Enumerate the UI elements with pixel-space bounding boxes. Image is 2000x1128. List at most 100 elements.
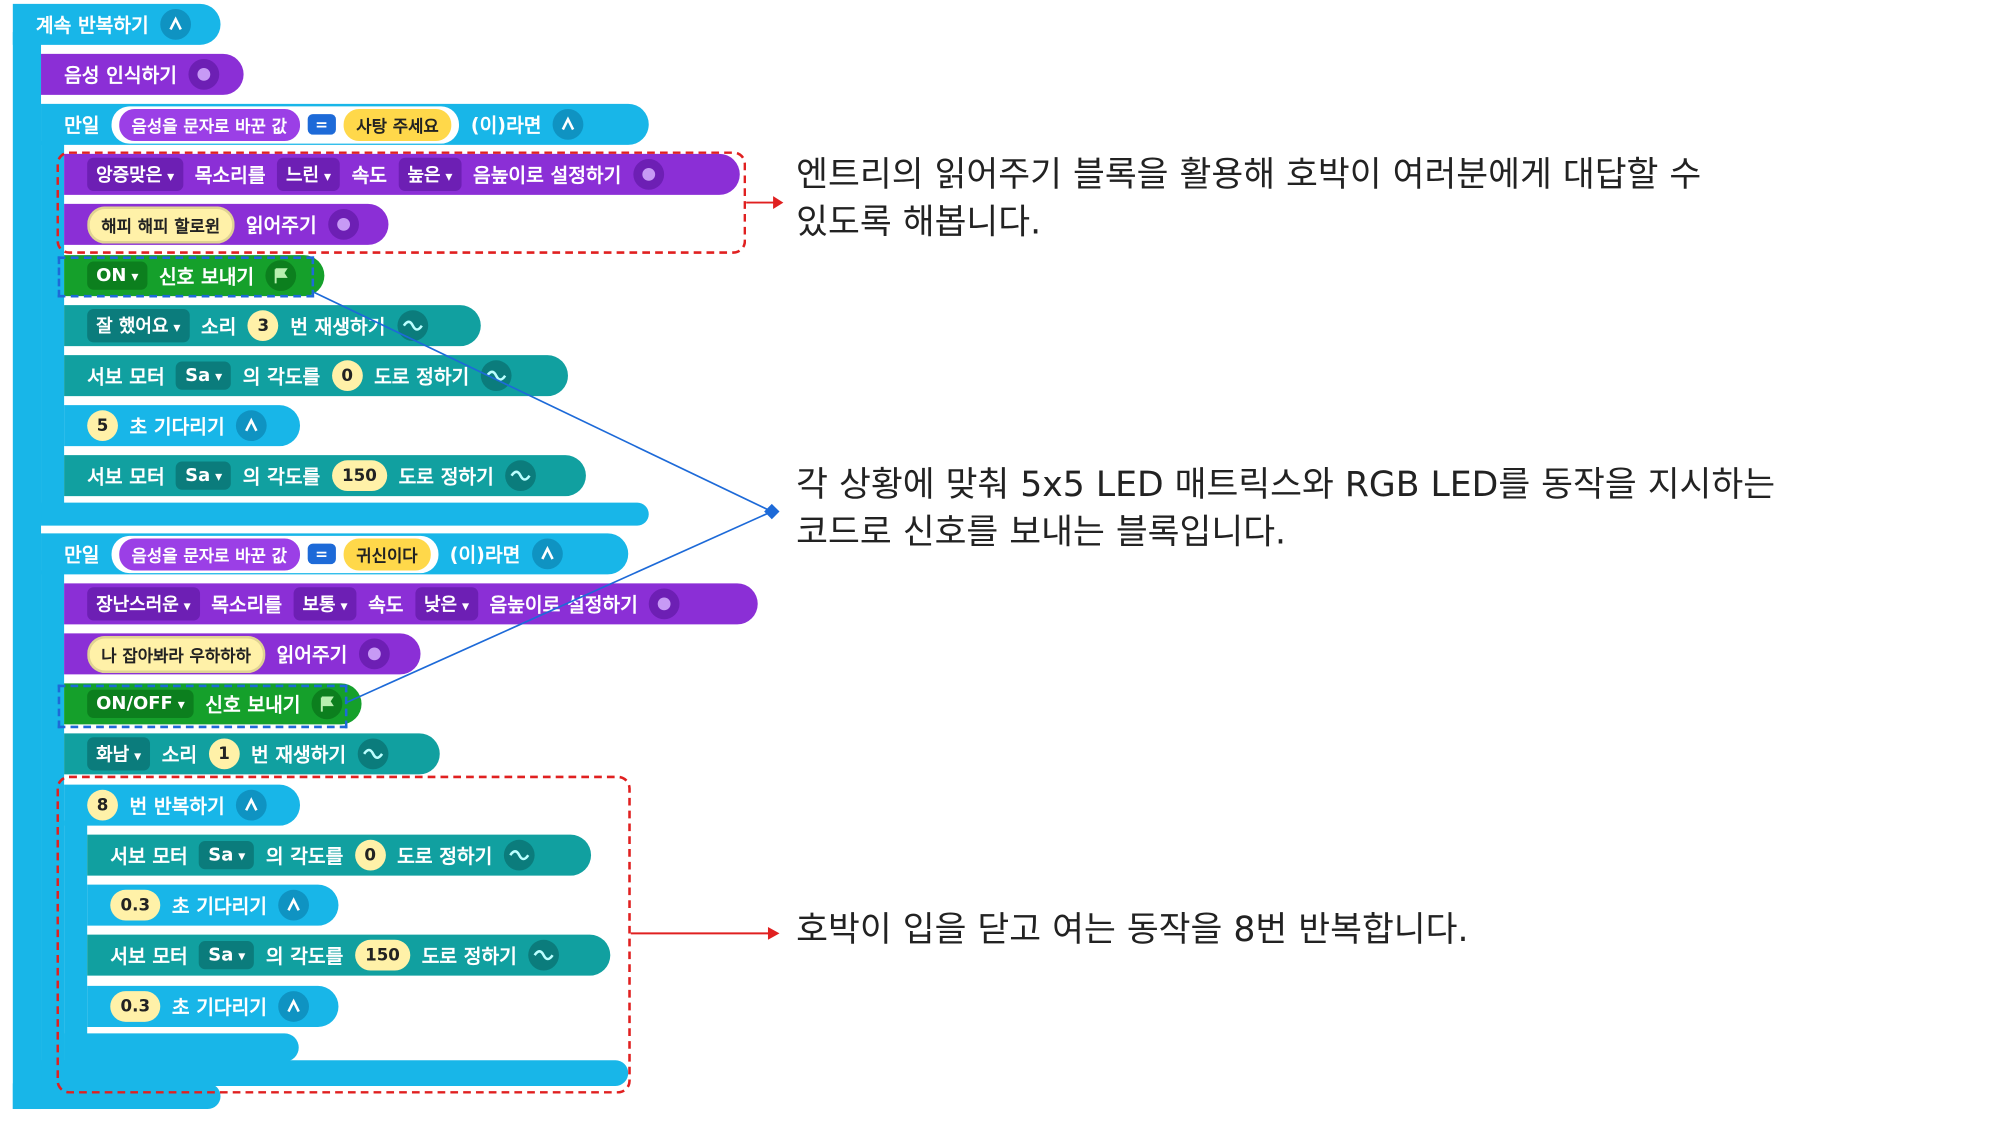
servo4-block[interactable]: 서보 모터 Sa 의 각도를 150 도로 정하기 <box>87 934 611 976</box>
wait3-block[interactable]: 0.3 초 기다리기 <box>87 985 339 1027</box>
sound2-count-input[interactable]: 1 <box>208 738 240 770</box>
if1-cond-value[interactable]: 사탕 주세요 <box>343 108 452 141</box>
signal1-block[interactable]: ON 신호 보내기 <box>64 255 325 297</box>
servo3-prefix: 서보 모터 <box>110 844 188 868</box>
speed-label-2: 속도 <box>368 592 404 617</box>
servo3-block[interactable]: 서보 모터 Sa 의 각도를 0 도로 정하기 <box>87 834 592 876</box>
forever-label: 계속 반복하기 <box>35 13 149 37</box>
signal-note-line1: 각 상황에 맞춰 5x5 LED 매트릭스와 RGB LED를 동작을 지시하는 <box>796 465 1776 506</box>
if1-cond-input[interactable]: 음성을 문자로 바꾼 값 <box>118 108 300 141</box>
read2-block[interactable]: 나 잡아봐라 우하하하 읽어주기 <box>64 633 421 675</box>
read2-text-input[interactable]: 나 잡아봐라 우하하하 <box>87 635 266 673</box>
if1-condition[interactable]: 음성을 문자로 바꾼 값 = 사탕 주세요 <box>111 105 460 143</box>
if1-eq: = <box>307 114 336 135</box>
pitch-dropdown-2[interactable]: 낮은 <box>415 587 479 621</box>
forever-block[interactable]: 계속 반복하기 <box>12 3 221 45</box>
sound1-count-input[interactable]: 3 <box>247 310 279 342</box>
ai-icon <box>632 158 664 190</box>
voice-label-1: 목소리를 <box>194 163 266 187</box>
speed-dropdown-2[interactable]: 보통 <box>293 587 357 621</box>
signal1-dropdown[interactable]: ON <box>87 261 148 290</box>
tone-dropdown-1[interactable]: 앙증맞은 <box>87 157 184 192</box>
read-highlight-box <box>56 151 747 254</box>
wait1-label: 초 기다리기 <box>129 414 225 438</box>
read1-text-input[interactable]: 해피 해피 할로윈 <box>87 205 235 243</box>
servo4-port-dropdown[interactable]: Sa <box>199 941 255 970</box>
servo1-block[interactable]: 서보 모터 Sa 의 각도를 0 도로 정하기 <box>64 355 568 397</box>
speed-label-1: 속도 <box>351 163 387 187</box>
signal1-select-box <box>57 256 315 298</box>
servo3-port-dropdown[interactable]: Sa <box>199 841 255 870</box>
read-note: 엔트리의 읽어주기 블록을 활용해 호박이 여러분에게 대답할 수 있도록 해봅… <box>796 151 1950 246</box>
if1-bottom <box>41 502 649 526</box>
if1-prefix: 만일 <box>64 113 100 137</box>
servo3-angle-input[interactable]: 0 <box>354 839 386 871</box>
voice-recognize-block[interactable]: 음성 인식하기 <box>41 53 244 95</box>
if1-block[interactable]: 만일 음성을 문자로 바꾼 값 = 사탕 주세요 (이)라면 <box>41 103 649 145</box>
servo2-angle-input[interactable]: 150 <box>331 460 388 492</box>
set-voice1-block[interactable]: 앙증맞은 목소리를 느린 속도 높은 음높이로 설정하기 <box>64 153 740 195</box>
signal1-label: 신호 보내기 <box>158 264 255 288</box>
servo2-prefix: 서보 모터 <box>87 464 165 488</box>
signal2-label: 신호 보내기 <box>205 692 301 717</box>
read1-block[interactable]: 해피 해피 할로윈 읽어주기 <box>64 203 389 245</box>
repeat-bottom <box>64 1033 299 1062</box>
speed-dropdown-1[interactable]: 느린 <box>277 157 341 192</box>
set-voice2-block[interactable]: 장난스러운 목소리를 보통 속도 낮은 음높이로 설정하기 <box>64 583 758 625</box>
sound1-label: 소리 <box>200 314 237 338</box>
signal-note: 각 상황에 맞춰 5x5 LED 매트릭스와 RGB LED를 동작을 지시하는… <box>796 462 1950 557</box>
if2-eq: = <box>307 543 336 565</box>
loop-icon <box>160 8 192 40</box>
servo2-mid: 의 각도를 <box>242 464 321 488</box>
servo1-port-dropdown[interactable]: Sa <box>176 361 232 390</box>
repeat-count-input[interactable]: 8 <box>87 789 118 821</box>
servo1-angle-input[interactable]: 0 <box>331 360 363 392</box>
forever-arm <box>12 32 42 1110</box>
voice-recognize-label: 음성 인식하기 <box>64 63 177 87</box>
servo4-suffix: 도로 정하기 <box>421 944 517 968</box>
pitch-dropdown-1[interactable]: 높은 <box>398 157 462 192</box>
hardware-icon <box>503 839 535 871</box>
if2-cond-value[interactable]: 귀신이다 <box>343 537 431 570</box>
wait1-seconds-input[interactable]: 5 <box>87 410 118 442</box>
signal2-block[interactable]: ON/OFF 신호 보내기 <box>64 683 362 725</box>
wait2-seconds-input[interactable]: 0.3 <box>110 889 161 921</box>
wait-icon <box>278 991 310 1022</box>
servo2-port-dropdown[interactable]: Sa <box>176 461 232 490</box>
signal2-select-box <box>57 684 348 729</box>
branch-icon <box>553 108 584 140</box>
hardware-icon <box>528 939 560 971</box>
if2-block[interactable]: 만일 음성을 문자로 바꾼 값 = 귀신이다 (이)라면 <box>41 533 629 575</box>
servo4-angle-input[interactable]: 150 <box>354 939 411 971</box>
wait-icon <box>236 410 267 442</box>
wait2-block[interactable]: 0.3 초 기다리기 <box>87 884 339 926</box>
hardware-icon <box>396 310 428 342</box>
ai-icon <box>358 638 390 670</box>
wait3-seconds-input[interactable]: 0.3 <box>110 991 161 1022</box>
servo2-block[interactable]: 서보 모터 Sa 의 각도를 150 도로 정하기 <box>64 455 586 497</box>
servo3-suffix: 도로 정하기 <box>397 844 493 868</box>
wait2-label: 초 기다리기 <box>171 894 268 918</box>
if1-suffix: (이)라면 <box>470 113 542 137</box>
forever-bottom <box>12 1083 221 1110</box>
read-note-line1: 엔트리의 읽어주기 블록을 활용해 호박이 여러분에게 대답할 수 <box>796 155 1702 195</box>
wait1-block[interactable]: 5 초 기다리기 <box>64 405 301 447</box>
signal2-dropdown[interactable]: ON/OFF <box>87 689 194 718</box>
sound2-block[interactable]: 화남 소리 1 번 재생하기 <box>64 733 440 775</box>
servo3-mid: 의 각도를 <box>265 844 344 868</box>
servo4-mid: 의 각도를 <box>265 944 344 968</box>
read2-label: 읽어주기 <box>276 642 348 667</box>
hardware-icon <box>480 360 512 392</box>
read1-label: 읽어주기 <box>245 213 317 237</box>
flag-icon <box>312 688 343 720</box>
tone-dropdown-2[interactable]: 장난스러운 <box>87 587 200 621</box>
if2-cond-input[interactable]: 음성을 문자로 바꾼 값 <box>118 537 300 570</box>
repeat-block[interactable]: 8 번 반복하기 <box>64 784 301 826</box>
sound2-dropdown[interactable]: 화남 <box>87 737 151 771</box>
sound1-dropdown[interactable]: 잘 했어요 <box>87 308 190 343</box>
servo1-mid: 의 각도를 <box>242 364 321 388</box>
servo2-suffix: 도로 정하기 <box>398 464 494 488</box>
wait-icon <box>278 889 310 921</box>
if2-condition[interactable]: 음성을 문자로 바꾼 값 = 귀신이다 <box>111 535 439 573</box>
